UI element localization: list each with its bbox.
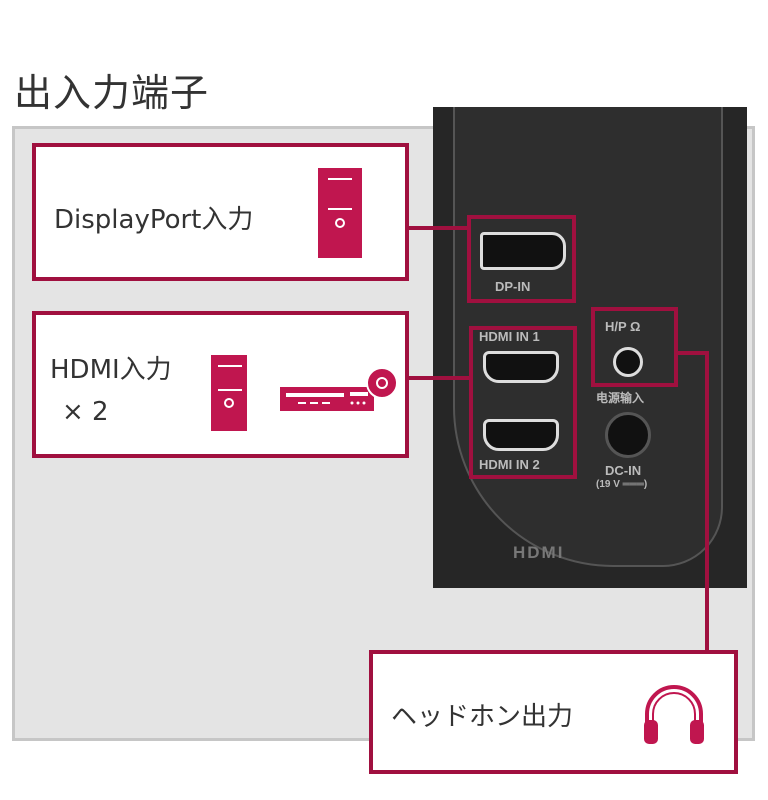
page-title: 出入力端子 bbox=[14, 71, 210, 115]
hp-connector-line-v bbox=[705, 351, 709, 652]
power-cn-label: 电源输入 bbox=[596, 391, 645, 405]
displayport-label: DisplayPort入力 bbox=[54, 205, 254, 235]
headphones-icon bbox=[644, 685, 704, 744]
hdmi-label: HDMI入力 bbox=[50, 355, 172, 385]
hdmi-logo: HDMI bbox=[513, 543, 565, 562]
bluray-player-icon bbox=[280, 367, 398, 411]
hdmi-callout: HDMI入力 × 2 bbox=[32, 311, 409, 458]
displayport-port bbox=[480, 232, 566, 270]
hdmi-count: × 2 bbox=[62, 397, 109, 427]
hp-connector-line-h bbox=[676, 351, 709, 355]
port-bezel bbox=[453, 107, 723, 567]
hdmi2-port bbox=[483, 419, 559, 451]
dc-in-jack bbox=[605, 412, 651, 458]
hdmi-highlight bbox=[469, 326, 577, 479]
hp-port-label: H/P Ω bbox=[605, 319, 641, 334]
dp-connector-line bbox=[406, 226, 469, 230]
dp-port-label: DP-IN bbox=[495, 279, 531, 294]
hp-highlight bbox=[591, 307, 678, 387]
dc-in-label: DC-IN bbox=[605, 463, 642, 478]
headphone-jack bbox=[613, 347, 643, 377]
pc-tower-icon bbox=[318, 168, 362, 258]
dp-highlight bbox=[467, 215, 576, 303]
hdmi1-port-label: HDMI IN 1 bbox=[479, 329, 540, 344]
displayport-callout: DisplayPort入力 bbox=[32, 143, 409, 281]
pc-tower-icon bbox=[211, 355, 247, 431]
monitor-rear-photo: DP-IN HDMI IN 1 HDMI IN 2 H/P Ω 电源输入 DC-… bbox=[433, 107, 747, 588]
dc-volt-label: (19 V ═══) bbox=[596, 479, 648, 490]
hdmi-connector-line bbox=[406, 376, 471, 380]
hdmi2-port-label: HDMI IN 2 bbox=[479, 457, 540, 472]
headphone-label: ヘッドホン出力 bbox=[391, 702, 574, 732]
headphone-callout: ヘッドホン出力 bbox=[369, 650, 738, 774]
hdmi1-port bbox=[483, 351, 559, 383]
